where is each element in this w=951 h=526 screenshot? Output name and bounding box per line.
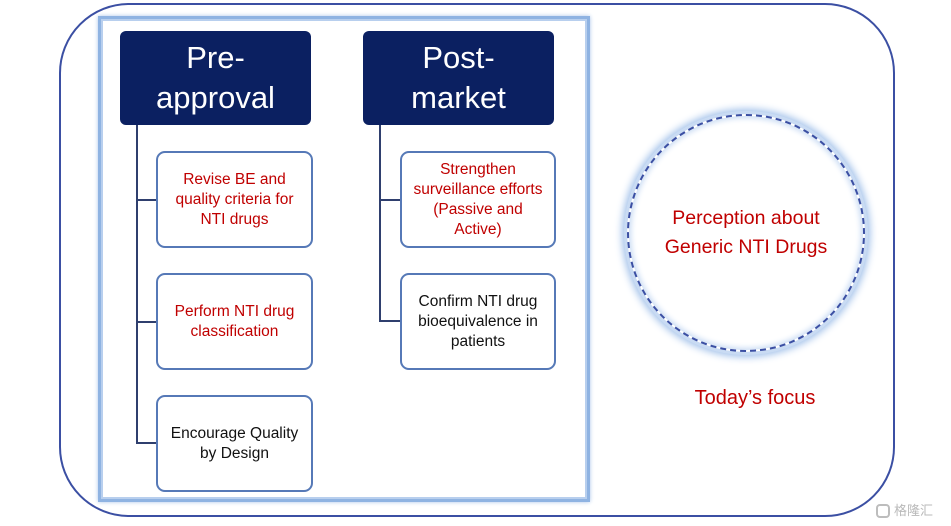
node-encourage-qbd: Encourage Quality by Design <box>156 395 313 492</box>
focus-circle: Perception about Generic NTI Drugs <box>627 114 865 352</box>
connector-branch <box>379 199 400 201</box>
watermark: 格隆汇 <box>876 500 948 522</box>
header-pre-approval: Pre- approval <box>120 31 311 125</box>
node-confirm-bioequivalence: Confirm NTI drug bioequivalence in patie… <box>400 273 556 370</box>
node-strengthen-surveillance: Strengthen surveillance efforts (Passive… <box>400 151 556 248</box>
connector-branch <box>136 199 156 201</box>
connector-branch <box>136 442 156 444</box>
connector-branch <box>379 320 400 322</box>
todays-focus-label: Today’s focus <box>694 387 816 409</box>
watermark-text: 格隆汇 <box>894 503 934 518</box>
connector-trunk-pre-approval <box>136 125 138 443</box>
node-revise-be-criteria: Revise BE and quality criteria for NTI d… <box>156 151 313 248</box>
watermark-logo-icon <box>876 504 890 518</box>
connector-trunk-post-market <box>379 125 381 322</box>
outer-rounded-frame <box>59 3 895 517</box>
node-perform-classification: Perform NTI drug classification <box>156 273 313 370</box>
connector-branch <box>136 321 156 323</box>
header-post-market: Post- market <box>363 31 554 125</box>
